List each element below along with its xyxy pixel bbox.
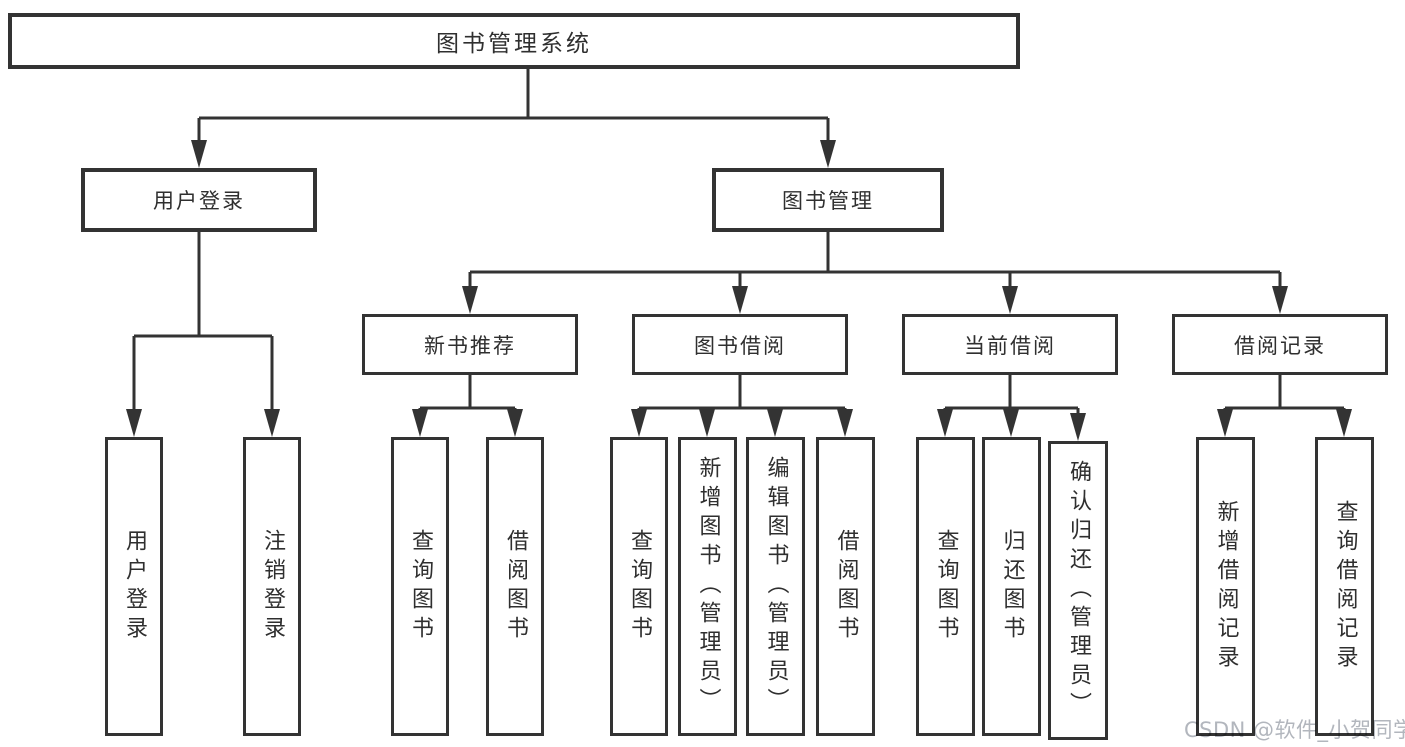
arrow-down-icon	[412, 409, 428, 437]
arrow-down-icon	[1070, 413, 1086, 441]
leaf-user-login: 用户登录	[105, 437, 163, 736]
node-label: 图书管理	[782, 189, 874, 213]
node-label: 查询图书	[627, 528, 652, 645]
arrow-down-icon	[767, 409, 783, 437]
leaf-query-borrow-record: 查询借阅记录	[1315, 437, 1374, 736]
arrow-down-icon	[1272, 286, 1288, 314]
arrow-down-icon	[1003, 409, 1019, 437]
arrow-down-icon	[631, 409, 647, 437]
node-label: 借阅记录	[1234, 333, 1326, 358]
csdn-watermark: CSDN @软件_小贺同学	[1184, 718, 1405, 742]
connector-borrow-records-to-leaves	[1217, 375, 1352, 437]
arrow-down-icon	[820, 140, 836, 168]
node-label: 用户登录	[122, 528, 147, 645]
arrow-down-icon	[1336, 409, 1352, 437]
arrow-down-icon	[732, 286, 748, 314]
node-label: 查询图书	[933, 528, 959, 645]
arrow-down-icon	[462, 286, 478, 314]
node-label: 查询图书	[408, 528, 433, 645]
leaf-return-book: 归还图书	[982, 437, 1041, 736]
leaf-add-borrow-record: 新增借阅记录	[1196, 437, 1255, 736]
node-borrow-records: 借阅记录	[1172, 314, 1388, 375]
node-label: 当前借阅	[964, 333, 1056, 358]
connector-root-to-level2	[191, 69, 836, 168]
leaf-current-query-book: 查询图书	[916, 437, 975, 736]
node-label: 新增图书（管理员）	[695, 456, 721, 717]
connector-book-management-to-level3	[462, 232, 1288, 314]
leaf-confirm-return-admin: 确认归还（管理员）	[1048, 441, 1108, 740]
arrow-down-icon	[264, 409, 280, 437]
arrow-down-icon	[126, 409, 142, 437]
leaf-recommend-borrow-book: 借阅图书	[486, 437, 544, 736]
node-book-borrow: 图书借阅	[632, 314, 848, 375]
leaf-edit-book-admin: 编辑图书（管理员）	[746, 437, 805, 736]
node-label: 归还图书	[999, 528, 1025, 645]
node-book-management: 图书管理	[712, 168, 944, 232]
arrow-down-icon	[837, 409, 853, 437]
node-current-borrow: 当前借阅	[902, 314, 1118, 375]
leaf-add-book-admin: 新增图书（管理员）	[678, 437, 737, 736]
node-label: 查询借阅记录	[1332, 499, 1358, 674]
node-label: 新书推荐	[424, 333, 516, 358]
node-label: 图书管理系统	[436, 31, 592, 57]
connector-user-login-to-leaves	[126, 232, 280, 437]
leaf-recommend-query-book: 查询图书	[391, 437, 449, 736]
leaf-borrow-borrow-book: 借阅图书	[816, 437, 875, 736]
connector-current-borrow-to-leaves	[937, 375, 1086, 441]
node-label: 编辑图书（管理员）	[763, 456, 789, 717]
node-label: 确认归还（管理员）	[1066, 460, 1091, 721]
arrow-down-icon	[191, 140, 207, 168]
leaf-logout: 注销登录	[243, 437, 301, 736]
arrow-down-icon	[937, 409, 953, 437]
arrow-down-icon	[1217, 409, 1233, 437]
node-label: 注销登录	[260, 528, 285, 645]
node-user-login: 用户登录	[81, 168, 317, 232]
leaf-borrow-query-book: 查询图书	[610, 437, 668, 736]
node-root-library-system: 图书管理系统	[8, 13, 1020, 69]
node-label: 用户登录	[153, 189, 245, 213]
connector-new-book-recommend-to-leaves	[412, 375, 523, 437]
arrow-down-icon	[1002, 286, 1018, 314]
node-label: 新增借阅记录	[1213, 499, 1239, 674]
node-label: 图书借阅	[694, 333, 786, 358]
node-label: 借阅图书	[833, 528, 859, 645]
arrow-down-icon	[699, 409, 715, 437]
node-new-book-recommend: 新书推荐	[362, 314, 578, 375]
node-label: 借阅图书	[503, 528, 528, 645]
connector-book-borrow-to-leaves	[631, 375, 853, 437]
arrow-down-icon	[507, 409, 523, 437]
